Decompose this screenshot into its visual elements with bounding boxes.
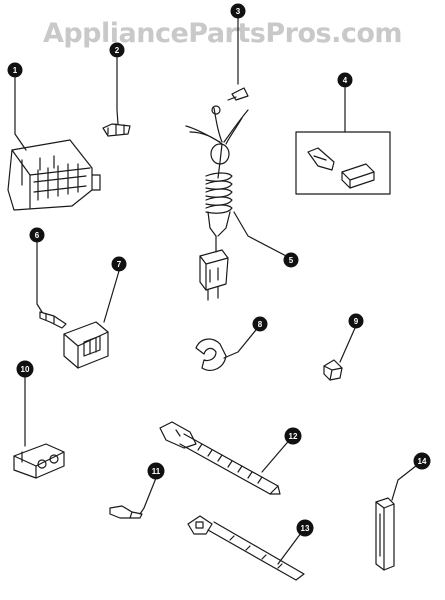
- callout-1: 1: [7, 62, 23, 78]
- leader-lines: [14, 17, 422, 565]
- svg-text:12: 12: [289, 432, 298, 441]
- callout-14: 14: [413, 452, 431, 470]
- svg-text:9: 9: [354, 317, 359, 326]
- callout-5: 5: [283, 252, 299, 268]
- callout-13: 13: [296, 519, 314, 537]
- part-11-small-terminal: [109, 505, 143, 519]
- callout-12: 12: [284, 427, 302, 445]
- part-7-connector-housing: [63, 321, 109, 369]
- part-5-wire-harness: [185, 105, 249, 301]
- callout-7: 7: [111, 256, 127, 272]
- svg-text:6: 6: [35, 231, 40, 240]
- svg-text:7: 7: [117, 260, 122, 269]
- part-10-connector: [13, 443, 65, 479]
- part-9-small-clip: [323, 359, 343, 381]
- svg-text:2: 2: [115, 46, 120, 55]
- callout-11: 11: [147, 462, 165, 480]
- callout-4: 4: [337, 72, 353, 88]
- callout-bubbles: 1 2 3 4 5 6 7 8: [7, 3, 431, 537]
- part-6-terminal-pin: [39, 311, 67, 329]
- part-13-cable-tie: [187, 515, 305, 581]
- callout-10: 10: [16, 360, 34, 378]
- svg-text:10: 10: [21, 365, 30, 374]
- part-1-terminal-block: [7, 139, 101, 211]
- callout-8: 8: [252, 316, 268, 332]
- svg-text:3: 3: [236, 7, 241, 16]
- svg-text:4: 4: [343, 76, 348, 85]
- svg-text:8: 8: [258, 320, 263, 329]
- svg-text:13: 13: [301, 524, 310, 533]
- callout-9: 9: [348, 313, 364, 329]
- svg-text:14: 14: [418, 457, 427, 466]
- svg-text:11: 11: [152, 467, 161, 476]
- callout-2: 2: [109, 42, 125, 58]
- part-3-screw: [227, 87, 249, 101]
- part-14-bracket: [375, 497, 395, 571]
- callout-3: 3: [230, 3, 246, 19]
- part-8-wire-clip: [195, 338, 227, 371]
- svg-text:1: 1: [13, 66, 18, 75]
- callout-6: 6: [29, 227, 45, 243]
- watermark-text: AppliancePartsPros.com: [42, 18, 403, 49]
- part-2-clip: [102, 123, 131, 137]
- part-4-terminal-kit: [295, 131, 391, 195]
- svg-text:5: 5: [289, 256, 294, 265]
- part-12-cable-tie: [159, 421, 281, 495]
